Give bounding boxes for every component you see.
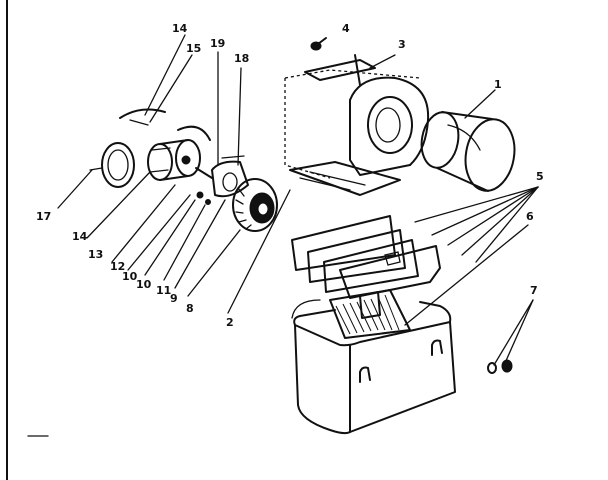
label-part-5: 5	[536, 170, 544, 183]
label-part-7: 7	[530, 284, 538, 297]
label-part-12: 12	[110, 260, 125, 273]
part-6-burner-grate	[329, 289, 411, 339]
label-part-11: 11	[156, 284, 171, 297]
leader-lines	[57, 34, 539, 366]
part-number-labels: 1 2 3 4 5 6 7 8 9 10 11 12 13 14 14 15 1…	[36, 22, 544, 329]
label-part-10: 10	[136, 278, 152, 291]
label-part-9: 9	[170, 292, 178, 305]
part-13-motor	[147, 139, 201, 181]
label-part-1: 1	[494, 78, 502, 91]
label-part-13: 13	[88, 248, 103, 261]
part-8-blower-wheel	[232, 178, 278, 232]
part-4-screw	[310, 37, 327, 51]
part-1-blower-housing	[420, 111, 516, 192]
part-7-fasteners	[487, 359, 513, 374]
part-17-ring	[89, 142, 135, 188]
label-part-14-bottom: 14	[72, 230, 88, 243]
label-part-8: 8	[186, 302, 194, 315]
label-part-4: 4	[342, 22, 350, 35]
lower-cabinet-box	[291, 299, 456, 435]
label-part-18: 18	[234, 52, 249, 65]
part-19-plate	[211, 155, 249, 198]
label-part-19: 19	[210, 37, 225, 50]
part-15-motor-mount	[119, 108, 211, 141]
label-part-6: 6	[526, 210, 534, 223]
part-10-shaft	[195, 167, 213, 205]
label-part-2: 2	[226, 316, 234, 329]
label-part-15: 15	[186, 42, 201, 55]
label-part-10-alt: 10	[122, 270, 138, 283]
label-part-17: 17	[36, 210, 51, 223]
label-part-3: 3	[398, 38, 406, 51]
label-part-14-top: 14	[172, 22, 188, 35]
part-3-scroll-housing	[284, 54, 430, 196]
part-5-heat-exchanger-fins	[291, 215, 441, 319]
